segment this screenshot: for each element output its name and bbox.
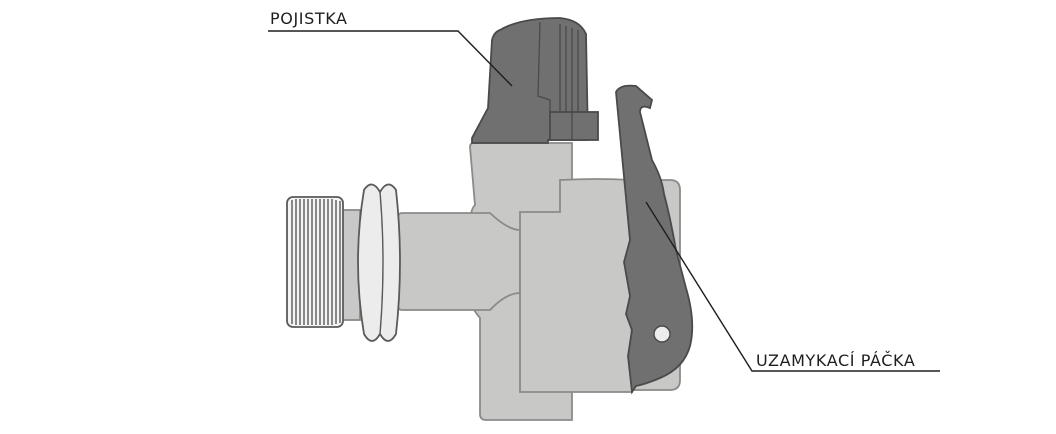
threaded-end xyxy=(286,196,344,328)
thread-ridges xyxy=(291,199,341,325)
label-safety-catch: POJISTKA xyxy=(270,9,348,28)
locking-lever xyxy=(615,84,694,395)
safety-catch-ridges xyxy=(559,24,579,112)
gasket-ring xyxy=(357,183,401,342)
safety-catch-tab xyxy=(549,111,599,141)
leader-line-locking-lever xyxy=(645,201,940,372)
pipe-neck xyxy=(397,212,521,311)
lever-pivot-hole xyxy=(653,325,671,343)
label-locking-lever: UZAMYKACÍ PÁČKA xyxy=(756,351,916,370)
gasket-ring-ridge xyxy=(379,191,384,335)
leader-line-safety-catch xyxy=(268,30,513,87)
